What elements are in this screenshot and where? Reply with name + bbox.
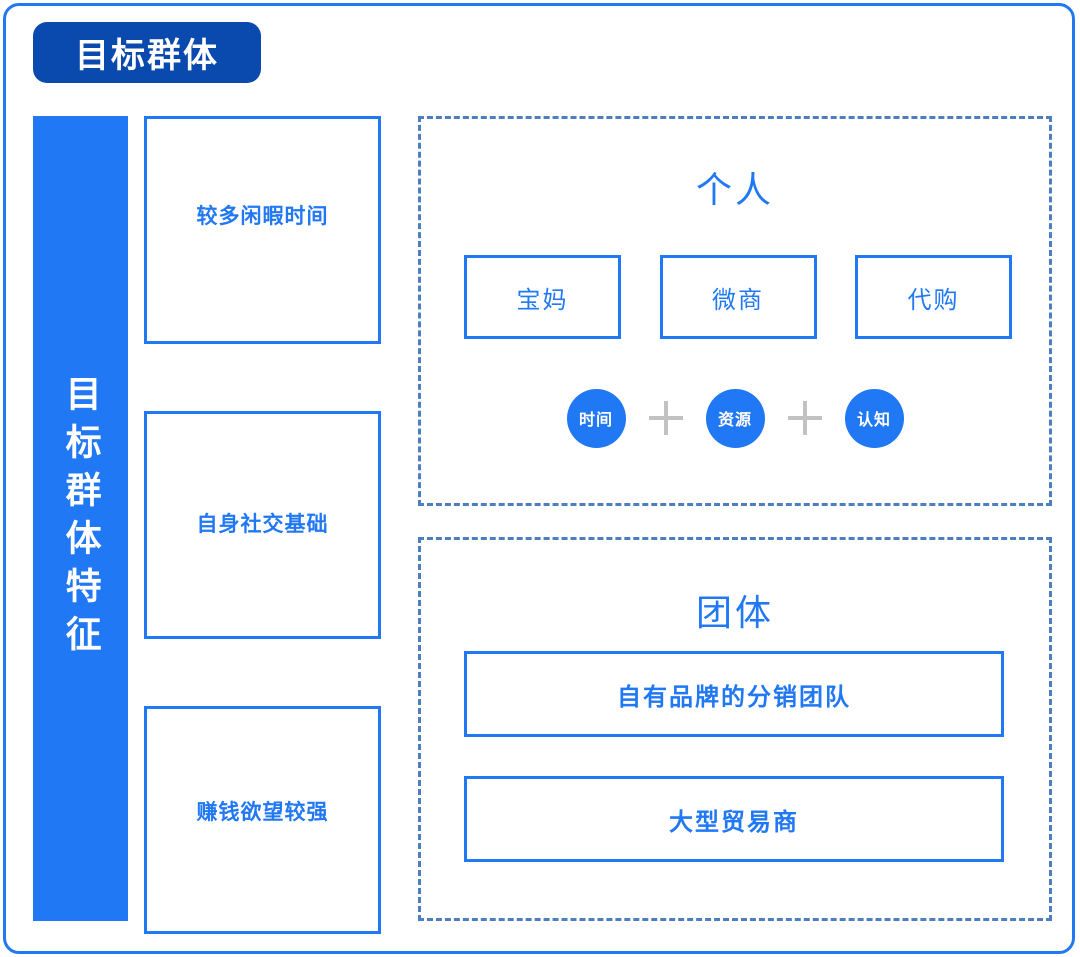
team-box-large-trader: 大型贸易商	[464, 776, 1004, 862]
team-box-own-brand-distribution: 自有品牌的分销团队	[464, 651, 1004, 737]
feature-box-leisure-time: 较多闲暇时间	[144, 116, 381, 344]
sidebar-characteristics-bar: 目标群体特征	[33, 116, 128, 921]
individual-factor-row: 时间 资源 认知	[421, 388, 1049, 448]
role-box-daigou: 代购	[855, 255, 1012, 339]
factor-circle-time: 时间	[566, 388, 626, 448]
panel-group: 团体 自有品牌的分销团队 大型贸易商	[418, 537, 1052, 921]
feature-box-money-desire: 赚钱欲望较强	[144, 706, 381, 934]
individual-role-row: 宝妈 微商 代购	[464, 255, 1012, 339]
sidebar-label: 目标群体特征	[60, 374, 102, 663]
panel-group-heading: 团体	[695, 592, 774, 633]
feature-box-social-base: 自身社交基础	[144, 411, 381, 639]
factor-circle-cognition: 认知	[844, 388, 904, 448]
plus-icon	[648, 401, 683, 435]
role-box-baoma: 宝妈	[464, 255, 621, 339]
panel-individual-heading: 个人	[695, 169, 774, 210]
role-box-weishang: 微商	[659, 255, 817, 339]
panel-individual: 个人 宝妈 微商 代购 时间 资源 认知	[418, 116, 1052, 506]
factor-circle-resources: 资源	[705, 388, 765, 448]
page-title-badge: 目标群体	[33, 22, 261, 83]
plus-icon	[787, 401, 822, 435]
